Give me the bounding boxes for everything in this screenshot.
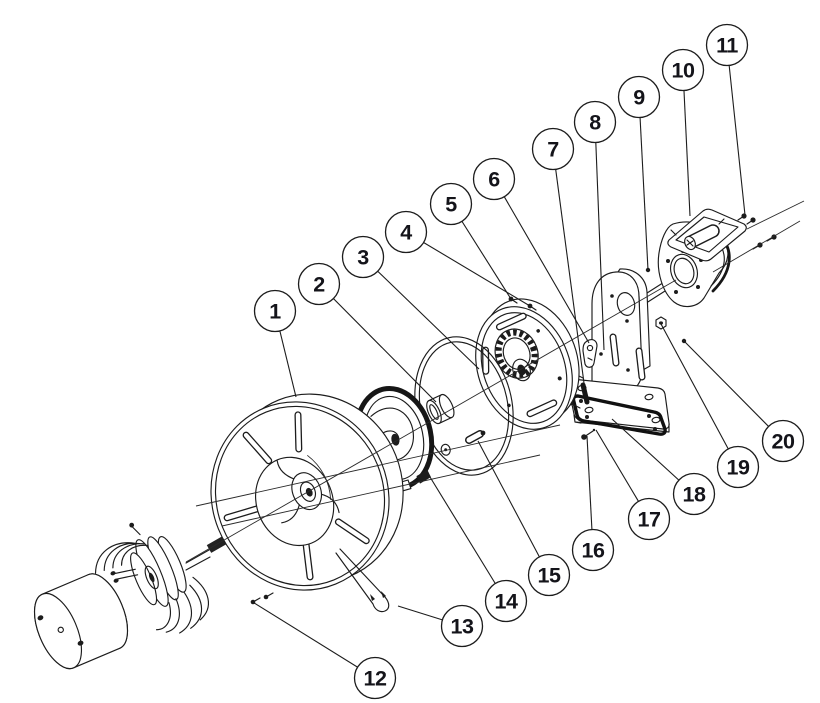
balloon-7 (531, 127, 575, 171)
callout-8-bracket-slot: 8 (573, 100, 617, 351)
balloon-9 (617, 75, 661, 119)
balloon-number-2: 2 (313, 273, 325, 297)
ratchet-drum (475, 298, 580, 430)
leader-line-11 (726, 44, 746, 216)
leader-line-19 (660, 323, 739, 468)
balloon-20 (761, 419, 805, 463)
balloon-number-7: 7 (547, 138, 559, 162)
callout-17-mounting-bracket: 17 (595, 429, 671, 541)
balloon-6 (472, 157, 516, 201)
balloon-5 (429, 182, 473, 226)
leader-line-2 (318, 283, 437, 403)
balloon-number-15: 15 (538, 564, 561, 588)
balloon-number-17: 17 (638, 508, 661, 532)
callout-6-ratchet-pawl: 6 (472, 157, 590, 344)
callout-10-swivel-joint: 10 (661, 48, 705, 217)
balloon-number-1: 1 (269, 300, 281, 324)
balloon-13 (440, 604, 484, 648)
leader-line-10 (682, 69, 691, 217)
balloon-19 (716, 445, 760, 489)
balloon-18 (672, 472, 716, 516)
callout-4-screw-right: 4 (384, 210, 531, 307)
lock-nut (655, 316, 667, 330)
callout-5-screw-left: 5 (429, 182, 512, 300)
callout-11-swivel-screws: 11 (705, 23, 749, 216)
callout-12-anchor-screws: 12 (250, 600, 397, 700)
callout-13-hairpin-clip: 13 (397, 604, 484, 648)
balloon-number-14: 14 (495, 590, 518, 614)
balloon-number-8: 8 (589, 111, 601, 135)
set-screw (581, 428, 596, 440)
callout-19-lock-nut: 19 (660, 323, 760, 489)
balloon-number-9: 9 (633, 86, 645, 110)
callout-9-axle-screw: 9 (617, 75, 661, 271)
leader-line-20 (683, 340, 784, 442)
balloon-number-16: 16 (582, 539, 605, 563)
balloon-10 (661, 48, 705, 92)
callout-3-retaining-ring: 3 (341, 235, 480, 370)
balloon-15 (527, 553, 571, 597)
balloon-3 (341, 235, 385, 279)
callout-7-pawl-pin: 7 (531, 127, 585, 384)
balloon-number-5: 5 (445, 193, 457, 217)
balloon-1 (253, 289, 297, 333)
callout-2-guide-bushing: 2 (297, 262, 437, 403)
callout-14-spring-cartridge: 14 (429, 476, 528, 623)
leader-line-4 (405, 231, 531, 307)
leader-line-12 (250, 600, 376, 679)
balloon-number-18: 18 (683, 483, 706, 507)
mounting-bracket (567, 268, 670, 433)
balloon-16 (571, 528, 615, 572)
callout-15-roller-pin: 15 (477, 440, 571, 597)
balloon-number-12: 12 (364, 667, 387, 691)
balloon-8 (573, 100, 617, 144)
balloon-12 (353, 656, 397, 700)
alignment-lines (185, 200, 805, 563)
callout-18-base-gasket: 18 (611, 418, 716, 516)
leader-line-8 (594, 121, 605, 351)
balloon-number-4: 4 (400, 221, 412, 245)
leader-line-14 (429, 476, 507, 602)
ratchet-pawl (582, 339, 598, 368)
anchor-screws (250, 592, 274, 605)
balloon-number-10: 10 (672, 59, 695, 83)
balloon-17 (627, 497, 671, 541)
leader-line-9 (638, 96, 649, 271)
callout-20-stud: 20 (683, 340, 805, 463)
callout-1-reel-disc-flange: 1 (253, 289, 297, 398)
hairpin-clip (335, 548, 390, 613)
swivel-joint (657, 208, 747, 308)
callout-16-set-screw: 16 (571, 435, 615, 572)
balloon-14 (484, 579, 528, 623)
balloon-4 (384, 210, 428, 254)
roller-pin (465, 430, 486, 444)
balloon-2 (297, 262, 341, 306)
motor-canister (33, 573, 129, 670)
pawl-pin (580, 382, 590, 405)
balloon-number-6: 6 (488, 168, 500, 192)
balloon-11 (705, 23, 749, 67)
leader-line-7 (552, 148, 585, 384)
balloon-number-13: 13 (451, 615, 474, 639)
leader-line-6 (493, 178, 590, 344)
guide-bushing (426, 393, 455, 425)
balloon-number-19: 19 (727, 456, 750, 480)
balloon-number-11: 11 (716, 34, 738, 58)
leader-line-3 (362, 256, 480, 370)
spring-pack (94, 522, 209, 634)
balloon-number-3: 3 (357, 246, 369, 270)
leader-line-15 (477, 440, 550, 576)
balloon-number-20: 20 (772, 430, 795, 454)
